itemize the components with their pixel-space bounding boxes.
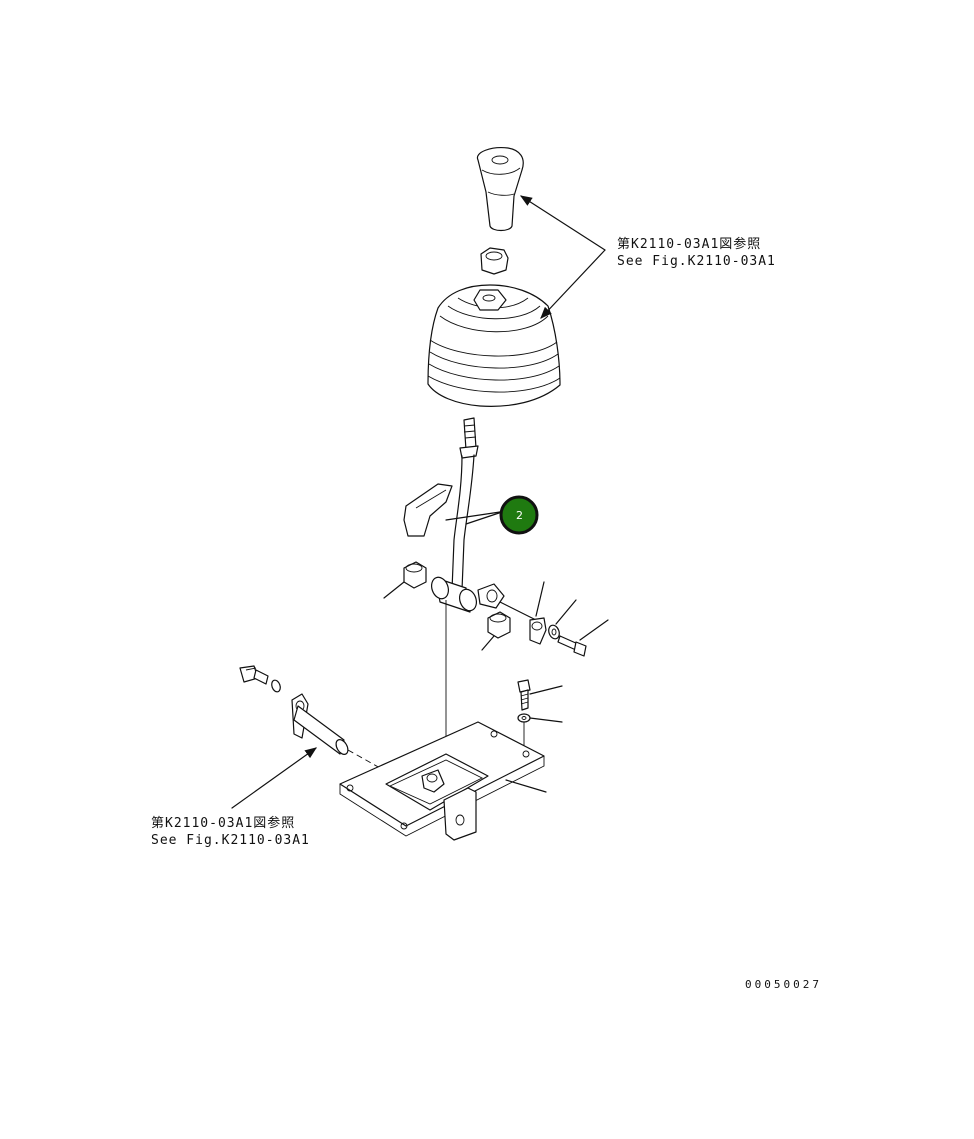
pivot-tube xyxy=(430,576,537,621)
washer-plate xyxy=(517,713,563,750)
washer-right xyxy=(548,599,577,640)
callout-2-number: 2 xyxy=(516,509,523,522)
bushing-right xyxy=(481,611,511,651)
base-plate xyxy=(339,721,547,841)
reference-top-jp: 第K2110-03A1図参照 xyxy=(617,237,762,252)
bolt-plate xyxy=(517,679,563,711)
reference-label-top: 第K2110-03A1図参照 See Fig.K2110-03A1 xyxy=(617,236,776,270)
lever-bracket xyxy=(403,483,501,537)
callout-2-leader xyxy=(465,511,503,525)
reference-label-bottom: 第K2110-03A1図参照 See Fig.K2110-03A1 xyxy=(151,815,310,849)
drawing-number: 00050027 xyxy=(745,978,822,991)
hex-nut xyxy=(480,247,509,275)
reference-leaders-top xyxy=(519,195,606,319)
reference-bottom-jp: 第K2110-03A1図参照 xyxy=(151,816,296,831)
lever-rod xyxy=(451,417,479,591)
lever-knob xyxy=(476,147,524,232)
reference-leader-bottom xyxy=(231,747,317,809)
ball-joint xyxy=(529,581,547,645)
pin-assembly xyxy=(239,665,431,797)
reference-bottom-en: See Fig.K2110-03A1 xyxy=(151,833,310,848)
bolt-right xyxy=(557,619,609,657)
callout-2[interactable]: 2 xyxy=(499,495,539,535)
bushing-left xyxy=(383,561,427,599)
lever-boot xyxy=(427,284,561,407)
reference-top-en: See Fig.K2110-03A1 xyxy=(617,254,776,269)
